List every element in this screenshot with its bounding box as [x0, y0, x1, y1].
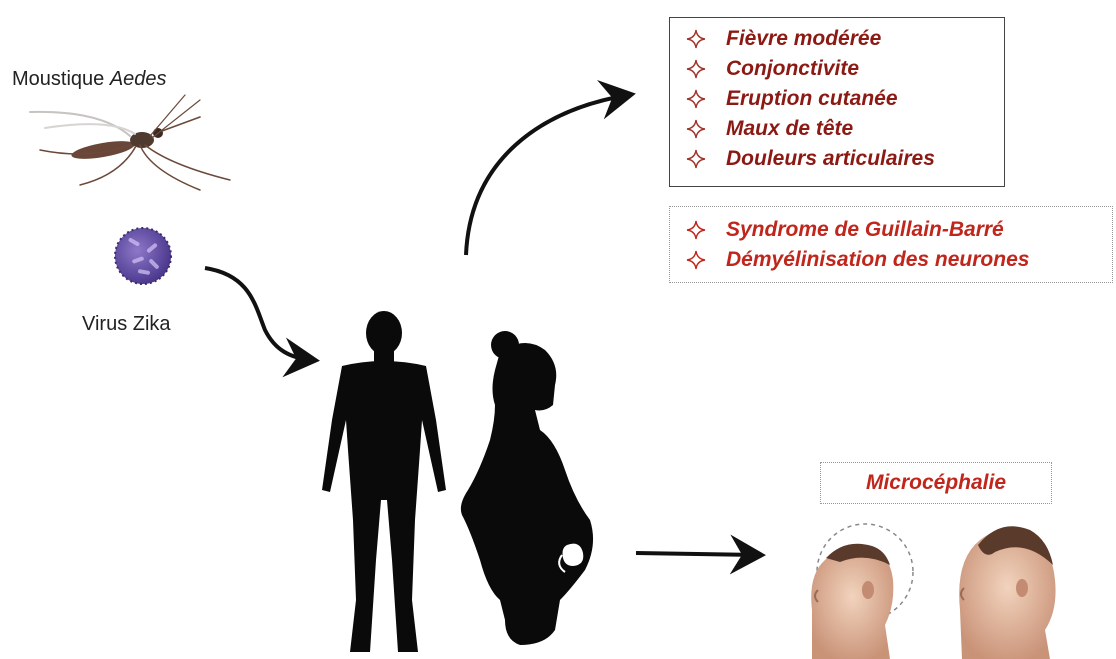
- mosquito-icon: [30, 95, 230, 190]
- fetal-transmission-arrow: [636, 553, 758, 555]
- pregnant-woman-silhouette-icon: [461, 331, 593, 645]
- infant-head-icon: [811, 524, 913, 659]
- infant-head-icon: [959, 526, 1055, 659]
- virus-icon: [115, 228, 171, 284]
- symptoms-arrow: [466, 95, 628, 255]
- infection-arrow: [205, 268, 312, 360]
- man-silhouette-icon: [322, 311, 446, 652]
